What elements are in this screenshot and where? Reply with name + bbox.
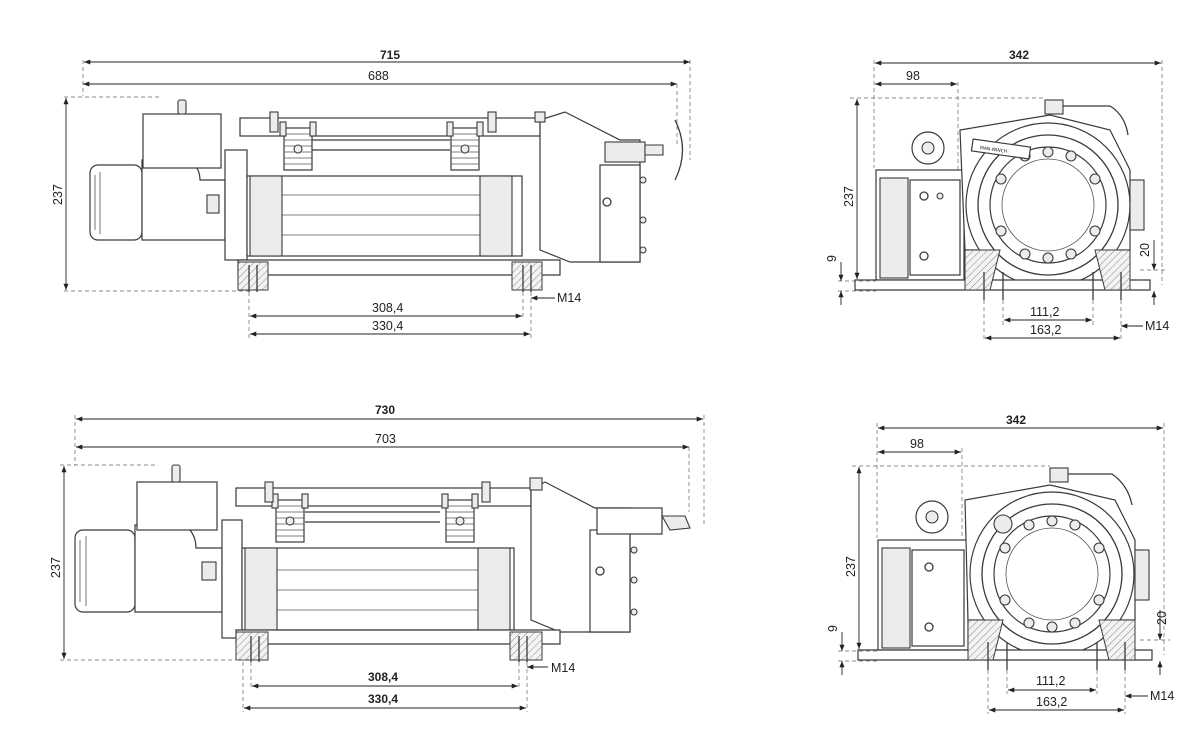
- motor-valve-block: [136, 481, 218, 531]
- end-dim-bolt-inner: 111,2: [1030, 305, 1059, 319]
- drum-flange-left: [221, 519, 243, 639]
- dim-overall-length: 715: [380, 48, 400, 62]
- end-dim-height: 237: [844, 556, 858, 577]
- drum-flange-left: [224, 149, 248, 261]
- top-end-view: MAN-WINCH 342 98 237 9 20 111,: [825, 48, 1169, 342]
- dim-foot-span-outer: 330,4: [372, 319, 403, 333]
- dim-bolt: M14: [557, 291, 581, 305]
- end-dim-overall-width: 342: [1009, 48, 1029, 62]
- dim-overall-length: 730: [375, 403, 395, 417]
- dim-foot-span-inner: 308,4: [372, 301, 403, 315]
- end-dim-base-height: 9: [825, 255, 839, 262]
- bottom-end-view: 342 98 237 9 20 111,2 163,2 M14: [826, 413, 1174, 714]
- nameplate: MAN-WINCH: [980, 145, 1008, 155]
- drum-body: [246, 175, 523, 257]
- dim-foot-span-inner: 308,4: [368, 670, 398, 684]
- drum-body: [241, 547, 515, 631]
- end-dim-motor-offset: 98: [910, 437, 924, 451]
- end-dim-bolt: M14: [1145, 319, 1169, 333]
- end-dim-overall-width: 342: [1006, 413, 1026, 427]
- dim-inner-length: 688: [368, 69, 389, 83]
- end-dim-bolt-inner: 111,2: [1036, 674, 1065, 688]
- end-dim-base-height: 9: [826, 625, 840, 632]
- top-side-view: 715 688 237 308,4 330,4 M14: [51, 48, 691, 338]
- end-dim-height: 237: [842, 186, 856, 207]
- motor-end-cap: [74, 529, 136, 613]
- dim-inner-length: 703: [375, 432, 396, 446]
- end-dim-foot-height: 20: [1155, 611, 1169, 625]
- end-dim-bolt: M14: [1150, 689, 1174, 703]
- end-dim-motor-offset: 98: [906, 69, 920, 83]
- flange-bolts: [999, 515, 1105, 633]
- end-dim-foot-height: 20: [1138, 243, 1152, 257]
- motor-valve-block: [142, 113, 222, 169]
- dim-height: 237: [49, 557, 63, 578]
- dim-height: 237: [51, 184, 65, 205]
- dim-foot-span-outer: 330,4: [368, 692, 398, 706]
- bottom-side-view: 730 703 237 308,4 330,4 M14: [49, 403, 705, 712]
- motor-end-cap: [89, 164, 143, 241]
- dim-bolt: M14: [551, 661, 575, 675]
- end-dim-bolt-outer: 163,2: [1030, 323, 1061, 337]
- end-dim-bolt-outer: 163,2: [1036, 695, 1067, 709]
